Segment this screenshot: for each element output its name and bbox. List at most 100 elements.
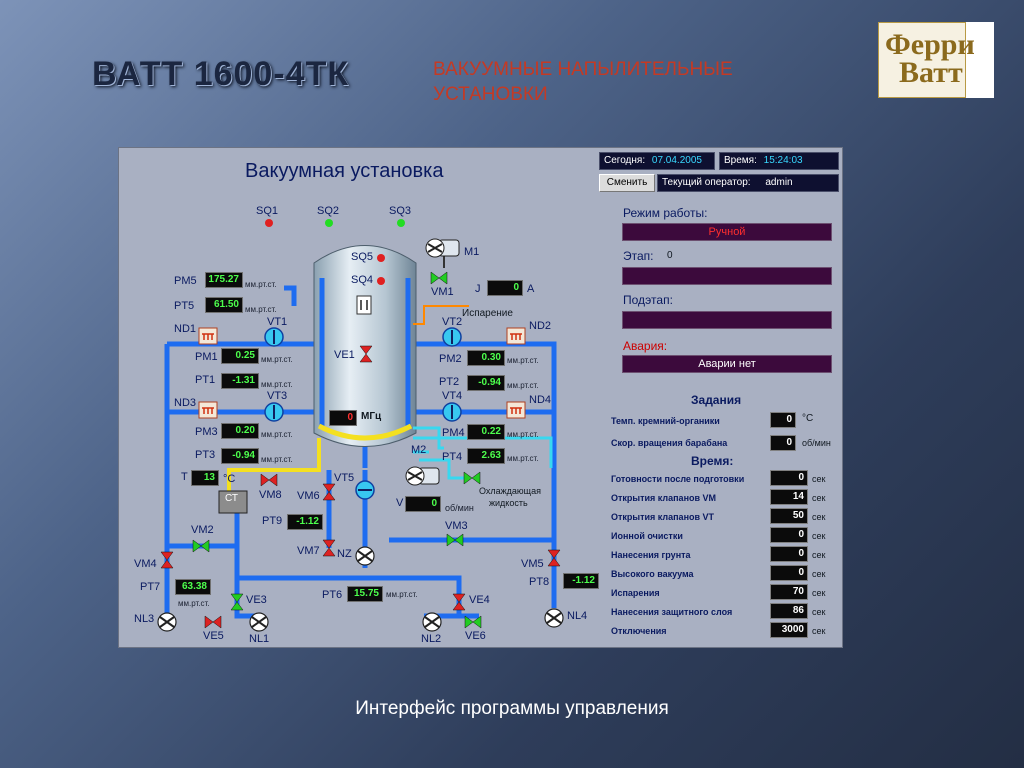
process-diagram bbox=[157, 238, 564, 632]
pt1-unit: мм.рт.ст. bbox=[261, 380, 293, 389]
stage-value: 0 bbox=[667, 250, 673, 261]
pt2-label: PT2 bbox=[439, 376, 460, 388]
time-row-value[interactable]: 0 bbox=[770, 565, 808, 581]
time-row-unit: сек bbox=[812, 626, 826, 636]
vm2-valve[interactable] bbox=[192, 539, 210, 553]
vm8-valve[interactable] bbox=[260, 473, 278, 487]
ve3-valve[interactable] bbox=[230, 593, 244, 611]
vt5-pump[interactable] bbox=[355, 480, 375, 500]
m2-motor[interactable] bbox=[405, 466, 440, 486]
vm4-valve[interactable] bbox=[160, 551, 174, 569]
vm5-label: VM5 bbox=[521, 558, 544, 570]
sq5-led bbox=[377, 254, 385, 262]
today-value: 07.04.2005 bbox=[651, 155, 702, 166]
nl3-pump[interactable] bbox=[157, 612, 177, 632]
ve6-label: VE6 bbox=[465, 630, 486, 642]
time-row-unit: сек bbox=[812, 550, 826, 560]
sq2-label: SQ2 bbox=[317, 205, 340, 217]
nl1-label: NL1 bbox=[249, 633, 270, 645]
pm5-unit: мм.рт.ст. bbox=[245, 280, 277, 289]
vt4-label: VT4 bbox=[442, 390, 463, 402]
time-row-unit: сек bbox=[812, 607, 826, 617]
t-unit: °С bbox=[223, 473, 236, 485]
drum-speed-value[interactable]: 0 bbox=[770, 435, 796, 451]
time-row-value[interactable]: 86 bbox=[770, 603, 808, 619]
vt4-pump[interactable] bbox=[442, 402, 462, 422]
silicon-temp-label: Темп. кремний-органики bbox=[611, 416, 720, 426]
time-row-value[interactable]: 70 bbox=[770, 584, 808, 600]
slide-subtitle: ВАКУУМНЫЕ НАПЫЛИТЕЛЬНЫЕ УСТАНОВКИ bbox=[433, 59, 733, 105]
substage-label: Подэтап: bbox=[623, 293, 673, 307]
nl4-pump[interactable] bbox=[544, 608, 564, 628]
slide-caption: Интерфейс программы управления bbox=[355, 698, 669, 719]
vm7-valve[interactable] bbox=[322, 539, 336, 557]
drum-speed-unit: об/мин bbox=[802, 438, 831, 448]
ve4-valve[interactable] bbox=[452, 593, 466, 611]
ve5-label: VE5 bbox=[203, 630, 224, 642]
time-row-label: Ионной очистки bbox=[611, 531, 683, 541]
time-row-label: Высокого вакуума bbox=[611, 569, 694, 579]
vm1-valve[interactable] bbox=[430, 271, 448, 285]
change-operator-button[interactable]: Сменить bbox=[599, 174, 655, 192]
alarm-label: Авария: bbox=[623, 339, 668, 353]
vm5-valve[interactable] bbox=[547, 549, 561, 567]
vt1-pump[interactable] bbox=[264, 327, 284, 347]
time-row-value[interactable]: 0 bbox=[770, 470, 808, 486]
tasks-header: Задания bbox=[691, 393, 742, 407]
pm4-unit: мм.рт.ст. bbox=[507, 430, 539, 439]
vt3-pump[interactable] bbox=[264, 402, 284, 422]
time-row-label: Нанесения защитного слоя bbox=[611, 607, 733, 617]
pt2-display: -0.94 bbox=[467, 375, 505, 391]
time-row-value[interactable]: 0 bbox=[770, 527, 808, 543]
ve1-label: VE1 bbox=[334, 349, 355, 361]
alarm-value: Аварии нет bbox=[622, 355, 832, 373]
time-row-value[interactable]: 3000 bbox=[770, 622, 808, 638]
time-row-value[interactable]: 50 bbox=[770, 508, 808, 524]
nd4-heater[interactable] bbox=[506, 401, 526, 419]
pt3-label: PT3 bbox=[195, 449, 216, 461]
ve3-label: VE3 bbox=[246, 594, 267, 606]
time-row-value[interactable]: 0 bbox=[770, 546, 808, 562]
vt3-label: VT3 bbox=[267, 390, 288, 402]
pm3-display: 0.20 bbox=[221, 423, 259, 439]
nd4-label: ND4 bbox=[529, 394, 552, 406]
substage-box bbox=[622, 311, 832, 329]
ferri-watt-logo: Ферри Ватт bbox=[878, 22, 994, 98]
ve6-valve[interactable] bbox=[464, 615, 482, 629]
pt1-label: PT1 bbox=[195, 374, 216, 386]
ve1-valve[interactable] bbox=[359, 345, 373, 363]
ct-label: СТ bbox=[225, 493, 238, 504]
pm4-label: PM4 bbox=[442, 427, 465, 439]
pt3-display: -0.94 bbox=[221, 448, 259, 464]
time-row-label: Испарения bbox=[611, 588, 660, 598]
cooling-valve[interactable] bbox=[463, 471, 481, 485]
vt2-pump[interactable] bbox=[442, 327, 462, 347]
sq3-led bbox=[397, 219, 405, 227]
nd2-heater[interactable] bbox=[506, 327, 526, 345]
nz-pump[interactable] bbox=[355, 546, 375, 566]
pt4-label: PT4 bbox=[442, 451, 463, 463]
time-row-value[interactable]: 14 bbox=[770, 489, 808, 505]
pt6-display: 15.75 bbox=[347, 586, 383, 602]
pt4-unit: мм.рт.ст. bbox=[507, 454, 539, 463]
vm6-valve[interactable] bbox=[322, 483, 336, 501]
ve5-valve[interactable] bbox=[204, 615, 222, 629]
nd3-heater[interactable] bbox=[198, 401, 218, 419]
j-unit: А bbox=[527, 283, 535, 295]
mode-value: Ручной bbox=[622, 223, 832, 241]
nl1-pump[interactable] bbox=[249, 612, 269, 632]
valves bbox=[160, 271, 561, 629]
vm3-label: VM3 bbox=[445, 520, 468, 532]
pt9-label: PT9 bbox=[262, 515, 283, 527]
silicon-temp-value[interactable]: 0 bbox=[770, 412, 796, 428]
vm3-valve[interactable] bbox=[446, 533, 464, 547]
motors bbox=[405, 238, 460, 486]
nl2-pump[interactable] bbox=[422, 612, 442, 632]
operator-box: Текущий оператор: admin bbox=[657, 174, 839, 192]
drum-speed-label: Скор. вращения барабана bbox=[611, 438, 728, 448]
vt2-label: VT2 bbox=[442, 316, 463, 328]
nl4-label: NL4 bbox=[567, 610, 588, 622]
nd1-heater[interactable] bbox=[198, 327, 218, 345]
m1-motor[interactable] bbox=[425, 238, 460, 258]
evaporation-label: Испарение bbox=[462, 308, 513, 319]
